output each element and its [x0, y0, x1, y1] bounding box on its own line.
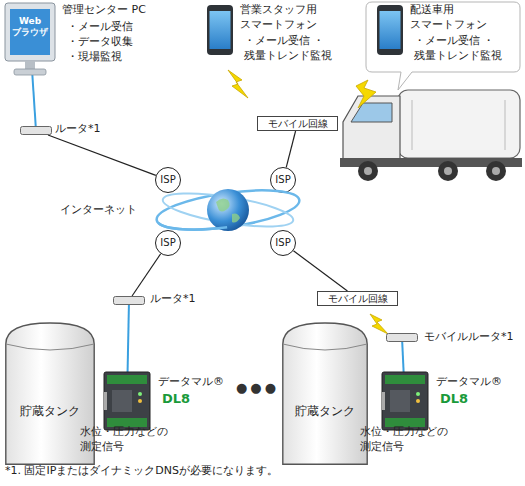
node-text: 営業スタッフ用 スマートフォン	[240, 2, 340, 32]
node-text: データマル®	[436, 374, 525, 389]
isp-circle: ISP	[270, 167, 296, 193]
node-text: 管理センター PC	[62, 2, 172, 17]
wireless-bolt	[228, 70, 248, 98]
node-text: 貯蔵タンク	[282, 404, 368, 419]
pc-monitor: 管理センター PC・メール受信 ・データ収集 ・現場監視Web ブラウザ	[5, 3, 55, 75]
node-text: ルータ*1	[55, 121, 125, 136]
internet-globe-outline	[206, 188, 250, 232]
internet-globe: インターネット	[206, 188, 250, 232]
datamal-device: データマル®DL8	[382, 372, 428, 430]
node-text: ISP	[270, 167, 296, 193]
smartphone-outline	[207, 5, 233, 55]
network-link	[128, 305, 129, 372]
pc-monitor-outline	[5, 3, 55, 75]
truck-illustration	[340, 90, 522, 181]
node-text: DL8	[162, 391, 222, 406]
wireless-bolt	[370, 314, 388, 334]
network-link	[402, 342, 403, 372]
line-box: モバイル回線	[317, 291, 398, 306]
network-link	[293, 251, 347, 291]
wireless-bolt	[356, 80, 376, 108]
network-link	[32, 75, 35, 126]
datamal-device-outline	[382, 372, 428, 430]
isp-circle: ISP	[155, 167, 181, 193]
network-link	[286, 131, 295, 167]
router-box-outline	[20, 126, 52, 135]
datamal-device: データマル®DL8	[104, 372, 150, 430]
node-text: モバイル回線	[317, 291, 398, 306]
smartphone: 営業スタッフ用 スマートフォン・メール受信 ・残量トレンド監視	[207, 5, 233, 55]
isp-circle: ISP	[270, 230, 296, 256]
node-text: モバイル回線	[257, 116, 338, 131]
line-box: モバイル回線	[257, 116, 338, 131]
node-text: インターネット	[60, 202, 150, 217]
node-text: ISP	[270, 230, 296, 256]
node-text: ISP	[155, 167, 181, 193]
smartphone-outline	[377, 5, 403, 55]
node-text: ・メール受信 ・データ収集 ・現場監視	[67, 19, 147, 64]
network-link	[132, 254, 161, 296]
note-label: 水位・圧力などの 測定信号	[80, 424, 180, 454]
router-box-outline	[113, 296, 145, 305]
router-box-outline	[386, 333, 418, 342]
router-box: モバイルルータ*1	[386, 333, 418, 342]
router-box: ルータ*1	[20, 126, 52, 135]
node-text: ルータ*1	[150, 291, 220, 306]
node-text: DL8	[440, 391, 500, 406]
storage-tank: 貯蔵タンク	[282, 322, 368, 465]
node-text: 貯蔵タンク	[5, 404, 95, 419]
node-text: Web ブラウザ	[11, 16, 49, 38]
note-label: 水位・圧力などの 測定信号	[360, 424, 460, 454]
isp-circle: ISP	[155, 230, 181, 256]
node-text: ISP	[155, 230, 181, 256]
node-text: ・メール受信 ・残量トレンド監視	[414, 33, 524, 63]
router-box: ルータ*1	[113, 296, 145, 305]
datamal-device-outline	[104, 372, 150, 430]
network-link	[48, 135, 156, 175]
ellipsis-dots: ●●●	[236, 380, 286, 395]
node-text: ・メール受信 ・残量トレンド監視	[244, 33, 354, 63]
smartphone: 配送車用 スマートフォン・メール受信 ・残量トレンド監視	[377, 5, 403, 55]
storage-tank-outline	[282, 322, 368, 465]
node-text: モバイルルータ*1	[424, 329, 525, 344]
node-text: 配送車用 スマートフォン	[410, 2, 510, 32]
note-label: *1. 固定IPまたはダイナミックDNSが必要になります。	[5, 463, 523, 478]
